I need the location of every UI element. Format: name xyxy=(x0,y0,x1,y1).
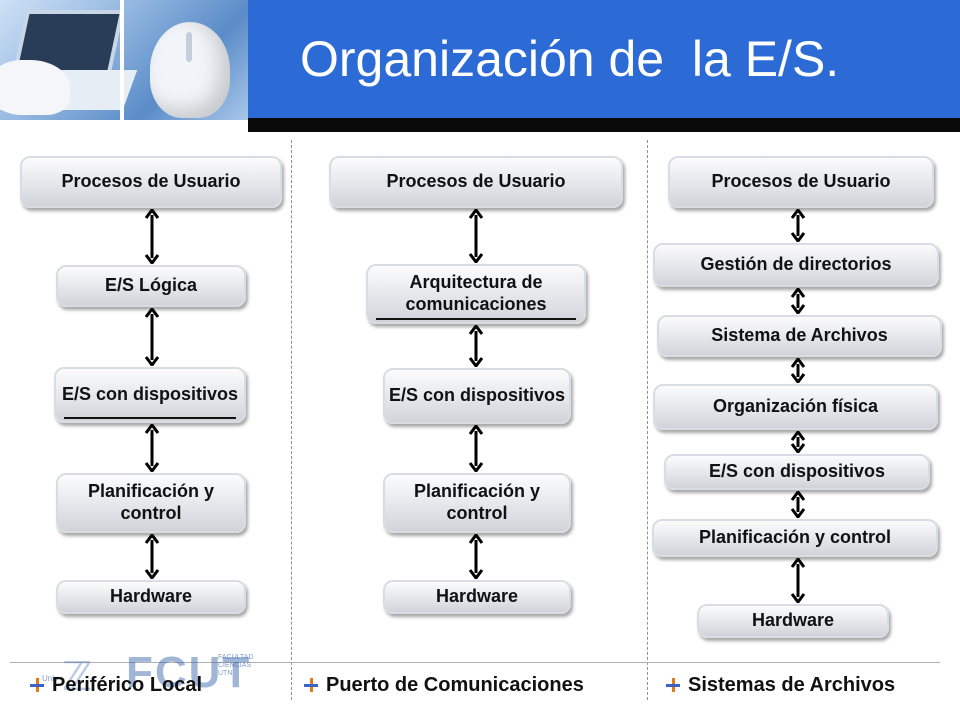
double-arrow-icon xyxy=(144,209,160,264)
logo-uni-text: Univ xyxy=(42,674,59,683)
double-arrow-icon xyxy=(144,534,160,579)
box-hardware: Hardware xyxy=(56,580,246,614)
double-arrow-icon xyxy=(790,209,806,242)
hand-icon xyxy=(0,60,70,115)
box-es-logica: E/S Lógica xyxy=(56,265,246,307)
double-arrow-icon xyxy=(468,534,484,579)
column-divider xyxy=(291,140,292,700)
mouse-icon xyxy=(150,22,230,118)
box-planificacion: Planificación y control xyxy=(652,519,938,557)
bullet-cross-icon xyxy=(666,678,680,692)
double-arrow-icon xyxy=(468,325,484,367)
double-arrow-icon xyxy=(144,308,160,366)
double-arrow-icon xyxy=(144,424,160,472)
double-arrow-icon xyxy=(468,425,484,472)
double-arrow-icon xyxy=(468,209,484,263)
footer-item: Sistemas de Archivos xyxy=(666,670,895,700)
box-planificacion: Planificación y control xyxy=(383,473,571,533)
footer-item: Periférico Local xyxy=(30,670,202,700)
box-es-dispositivos: E/S con dispositivos xyxy=(383,368,571,424)
header: Organización de la E/S. xyxy=(0,0,960,132)
title-underline-bar xyxy=(248,118,960,132)
footer-item: Puerto de Comunicaciones xyxy=(304,670,584,700)
box-hardware: Hardware xyxy=(383,580,571,614)
box-planificacion: Planificación y control xyxy=(56,473,246,533)
box-sistema-archivos: Sistema de Archivos xyxy=(657,315,942,357)
footer-label: Sistemas de Archivos xyxy=(688,673,896,696)
header-photo xyxy=(0,0,248,120)
footer-divider xyxy=(10,662,940,663)
logo-mark-icon: ℤ xyxy=(62,655,93,699)
double-arrow-icon xyxy=(790,558,806,603)
box-procesos-usuario: Procesos de Usuario xyxy=(329,156,623,208)
box-arquitectura-comunicaciones: Arquitectura de comunicaciones xyxy=(366,264,586,324)
logo-name: FCUT xyxy=(126,648,252,697)
box-es-dispositivos: E/S con dispositivos xyxy=(54,367,246,423)
column-divider xyxy=(647,140,648,700)
footer-label: Periférico Local xyxy=(52,673,203,696)
box-procesos-usuario: Procesos de Usuario xyxy=(20,156,282,208)
box-es-dispositivos: E/S con dispositivos xyxy=(664,454,930,490)
double-arrow-icon xyxy=(790,431,806,453)
title-band xyxy=(248,0,960,132)
footer-label: Puerto de Comunicaciones xyxy=(326,673,584,696)
bullet-cross-icon xyxy=(304,678,318,692)
photo-separator xyxy=(120,0,124,120)
box-organizacion-fisica: Organización física xyxy=(653,384,938,430)
box-gestion-directorios: Gestión de directorios xyxy=(653,243,939,287)
university-logo: ℤ Univ FCUT FACULTAD CIENCIAS UTN xyxy=(28,644,254,700)
page-title: Organización de la E/S. xyxy=(300,31,840,87)
box-procesos-usuario: Procesos de Usuario xyxy=(668,156,934,208)
box-hardware: Hardware xyxy=(697,604,889,638)
bullet-cross-icon xyxy=(30,678,44,692)
double-arrow-icon xyxy=(790,491,806,518)
logo-small-text: FACULTAD CIENCIAS UTN xyxy=(218,654,254,677)
double-arrow-icon xyxy=(790,358,806,383)
double-arrow-icon xyxy=(790,288,806,314)
